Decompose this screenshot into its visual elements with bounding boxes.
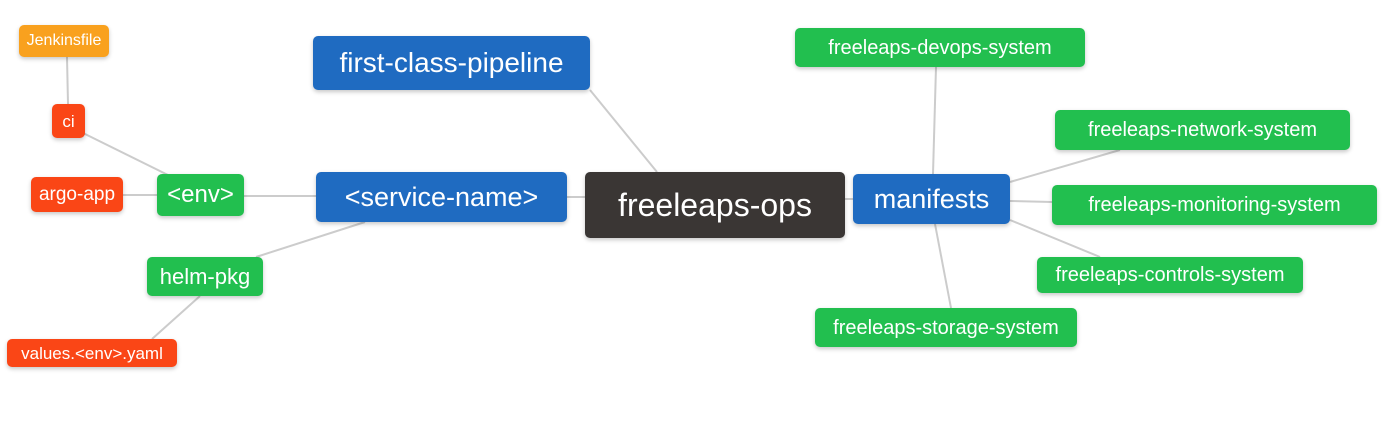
node-argo-app[interactable]: argo-app (31, 177, 123, 212)
node-label: Jenkinsfile (26, 32, 102, 49)
node-label: <env> (167, 181, 234, 208)
node-first-class-pipeline[interactable]: first-class-pipeline (313, 36, 590, 90)
node-label: freeleaps-monitoring-system (1088, 194, 1341, 216)
node-label: first-class-pipeline (339, 47, 564, 78)
node-service-name[interactable]: <service-name> (316, 172, 567, 222)
node-freeleaps-ops[interactable]: freeleaps-ops (585, 172, 845, 238)
node-label: helm-pkg (159, 263, 251, 289)
node-label: freeleaps-devops-system (828, 36, 1052, 59)
node-label: freeleaps-controls-system (1055, 264, 1285, 286)
node-manifests[interactable]: manifests (853, 174, 1010, 224)
node-freeleaps-network-system[interactable]: freeleaps-network-system (1055, 110, 1350, 150)
node-label: manifests (873, 183, 990, 214)
node-jenkinsfile[interactable]: Jenkinsfile (19, 25, 109, 57)
node-freeleaps-storage-system[interactable]: freeleaps-storage-system (815, 308, 1077, 347)
node-values-env-yaml[interactable]: values.<env>.yaml (7, 339, 177, 367)
node-label: values.<env>.yaml (21, 343, 163, 363)
node-label: freeleaps-ops (618, 187, 812, 223)
node-label: freeleaps-network-system (1088, 119, 1317, 141)
node-label: ci (62, 111, 75, 131)
node-label: argo-app (38, 184, 116, 205)
node-label: <service-name> (344, 181, 539, 212)
node-helm-pkg[interactable]: helm-pkg (147, 257, 263, 296)
node-freeleaps-monitoring-system[interactable]: freeleaps-monitoring-system (1052, 185, 1377, 225)
node-label: freeleaps-storage-system (833, 316, 1059, 339)
node-freeleaps-controls-system[interactable]: freeleaps-controls-system (1037, 257, 1303, 293)
node-env[interactable]: <env> (157, 174, 244, 216)
node-ci[interactable]: ci (52, 104, 85, 138)
node-freeleaps-devops-system[interactable]: freeleaps-devops-system (795, 28, 1085, 67)
